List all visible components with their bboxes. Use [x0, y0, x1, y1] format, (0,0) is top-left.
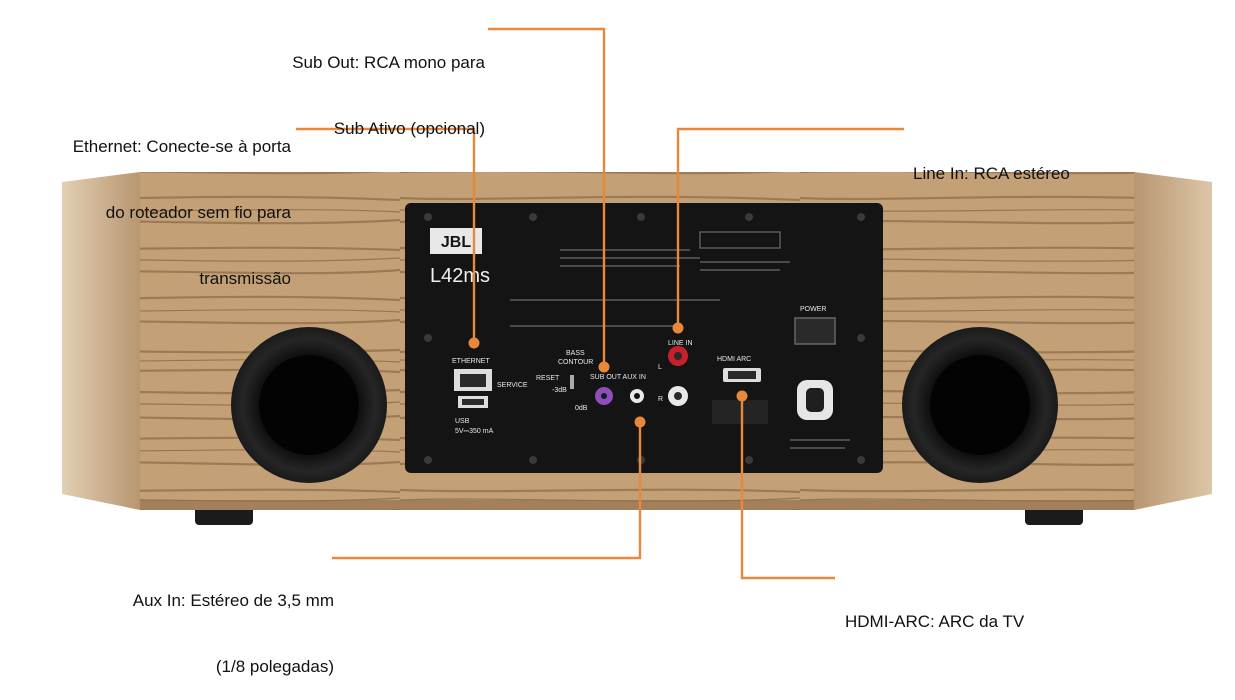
- sub-out-aux-in-label: SUB OUT AUX IN: [590, 374, 646, 381]
- line-in-dot: [672, 322, 684, 334]
- bass-contour-switch: [570, 375, 574, 389]
- aux-in-leader: [332, 423, 642, 560]
- callout-sub-out: Sub Out: RCA mono para Sub Ativo (opcion…: [292, 8, 485, 162]
- callout-ethernet-line-3: transmissão: [199, 269, 291, 288]
- ethernet-leader: [296, 127, 476, 340]
- callout-line-in-line-1: Line In: RCA estéreo: [913, 164, 1070, 183]
- power-switch: [794, 317, 836, 345]
- callout-dots: [468, 322, 748, 428]
- hdmi-arc-dot: [736, 390, 748, 402]
- callout-aux-in-line-2: (1/8 polegadas): [215, 657, 334, 676]
- usb-rating-label: 5V⎓350 mA: [455, 428, 494, 435]
- callout-ethernet: Ethernet: Conecte-se à porta do roteador…: [73, 92, 291, 312]
- callout-sub-out-line-2: Sub Ativo (opcional): [333, 119, 485, 138]
- bass-port-right: [902, 327, 1058, 483]
- callout-sub-out-line-1: Sub Out: RCA mono para: [292, 53, 485, 72]
- line-in-r-label: R: [658, 396, 663, 403]
- hdmi-arc-leader: [740, 395, 835, 580]
- power-label: POWER: [800, 306, 826, 313]
- line-in-leader: [676, 127, 904, 326]
- jbl-logo-text: JBL: [441, 234, 471, 251]
- sub-out-leader: [488, 27, 606, 365]
- line-in-label: LINE IN: [668, 340, 693, 347]
- db-minus3-label: -3dB: [552, 387, 567, 394]
- bass-contour-label-2: CONTOUR: [558, 359, 593, 366]
- speaker-diagram: JBL L42ms ETHERNET SERVICE USB 5V⎓350 mA…: [62, 27, 1212, 580]
- callout-aux-in-line-1: Aux In: Estéreo de 3,5 mm: [132, 591, 334, 610]
- model-label: L42ms: [430, 265, 490, 287]
- bass-port-left: [231, 327, 387, 483]
- callout-lines: [296, 27, 904, 580]
- service-label: SERVICE: [497, 382, 528, 389]
- aux-in-dot: [634, 416, 646, 428]
- reset-label: RESET: [536, 375, 560, 382]
- ethernet-port-label: ETHERNET: [452, 358, 490, 365]
- usb-label: USB: [455, 418, 470, 425]
- db-0-label: 0dB: [575, 405, 588, 412]
- callout-ethernet-line-1: Ethernet: Conecte-se à porta: [72, 137, 291, 156]
- connection-panel: JBL L42ms ETHERNET SERVICE USB 5V⎓350 mA…: [405, 203, 883, 473]
- line-in-l-label: L: [658, 364, 662, 371]
- sub-out-dot: [598, 361, 610, 373]
- ethernet-dot: [468, 337, 480, 349]
- callout-hdmi-arc-line-1: HDMI-ARC: ARC da TV: [845, 612, 1025, 631]
- callout-hdmi-arc: HDMI-ARC: ARC da TV: [845, 567, 1024, 655]
- bass-contour-label-1: BASS: [566, 350, 585, 357]
- callout-aux-in: Aux In: Estéreo de 3,5 mm (1/8 polegadas…: [133, 546, 334, 700]
- callout-line-in: Line In: RCA estéreo: [913, 119, 1070, 207]
- callout-ethernet-line-2: do roteador sem fio para: [105, 203, 291, 222]
- hdmi-arc-port-label: HDMI ARC: [717, 356, 751, 363]
